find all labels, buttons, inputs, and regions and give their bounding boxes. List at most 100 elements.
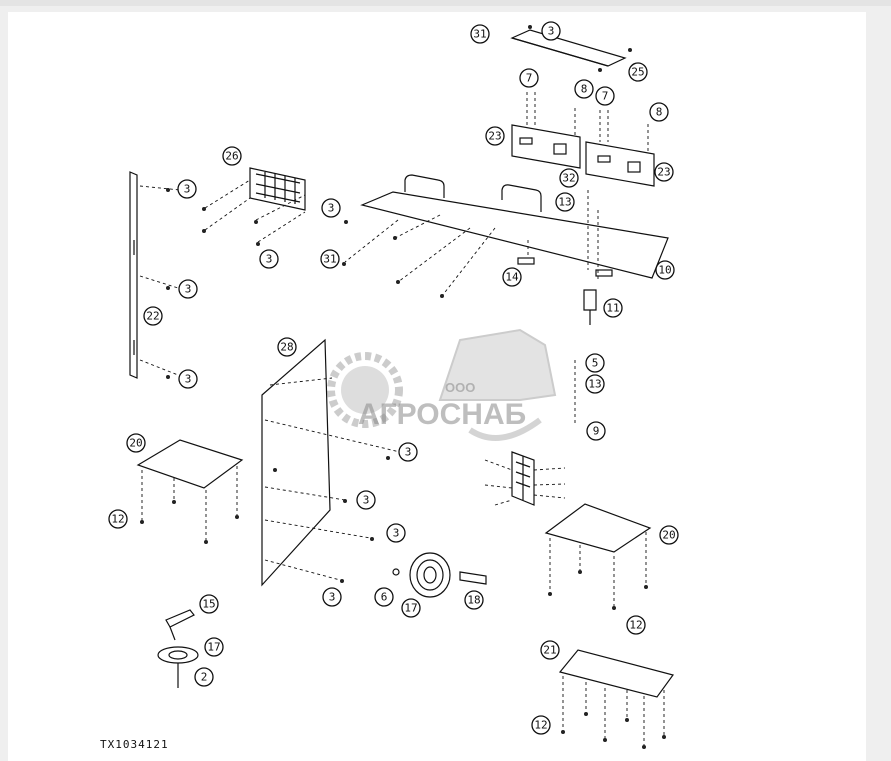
callout-12c: 12 <box>531 715 551 735</box>
svg-text:10: 10 <box>658 264 671 277</box>
svg-text:20: 20 <box>662 529 675 542</box>
gear-hub <box>341 366 389 414</box>
part-small-grille <box>511 451 535 506</box>
svg-text:7: 7 <box>602 90 609 103</box>
svg-text:11: 11 <box>606 302 619 315</box>
callout-13b: 13 <box>585 374 605 394</box>
callout-23b: 23 <box>654 162 674 182</box>
callout-12b: 12 <box>626 615 646 635</box>
part-latch <box>583 289 597 325</box>
svg-text:15: 15 <box>202 598 215 611</box>
callout-3g: 3 <box>398 442 418 462</box>
svg-text:3: 3 <box>185 283 192 296</box>
callout-12a: 12 <box>108 509 128 529</box>
part-side-panel <box>261 338 331 587</box>
top-bar <box>0 0 891 6</box>
callout-3h: 3 <box>356 490 376 510</box>
gear-icon <box>327 352 403 428</box>
callout-10: 10 <box>655 260 675 280</box>
svg-text:8: 8 <box>581 83 588 96</box>
callout-3d: 3 <box>259 249 279 269</box>
svg-text:12: 12 <box>534 719 547 732</box>
diagram-sheet <box>8 12 866 761</box>
svg-text:9: 9 <box>593 425 600 438</box>
callout-20b: 20 <box>659 525 679 545</box>
callout-32: 32 <box>559 168 579 188</box>
svg-text:21: 21 <box>543 644 556 657</box>
svg-text:2: 2 <box>201 671 208 684</box>
callout-7b: 7 <box>595 86 615 106</box>
callout-3a: 3 <box>541 21 561 41</box>
callout-21: 21 <box>540 640 560 660</box>
svg-text:31: 31 <box>473 28 486 41</box>
svg-text:20: 20 <box>129 437 142 450</box>
callout-26: 26 <box>222 146 242 166</box>
svg-text:13: 13 <box>588 378 601 391</box>
callout-5: 5 <box>585 353 605 373</box>
part-mount-plate-right <box>585 141 655 187</box>
part-top-panel <box>360 174 669 279</box>
callout-20a: 20 <box>126 433 146 453</box>
watermark-logo <box>327 328 557 441</box>
watermark-prefix: ООО <box>445 380 475 395</box>
svg-text:5: 5 <box>592 357 599 370</box>
part-mount-plate-left <box>511 124 581 169</box>
callout-3c: 3 <box>321 198 341 218</box>
watermark-name: АГРОСНАБ <box>358 398 526 431</box>
swoosh-icon <box>468 417 542 441</box>
part-vertical-strip <box>129 171 138 379</box>
svg-text:6: 6 <box>381 591 388 604</box>
callout-7a: 7 <box>519 68 539 88</box>
svg-text:3: 3 <box>184 183 191 196</box>
svg-text:22: 22 <box>146 310 159 323</box>
svg-text:14: 14 <box>505 271 519 284</box>
svg-text:28: 28 <box>280 341 293 354</box>
callout-3j: 3 <box>322 587 342 607</box>
callout-22: 22 <box>143 306 163 326</box>
svg-text:3: 3 <box>185 373 192 386</box>
part-bracket-bar <box>510 25 632 72</box>
part-plate-bottom <box>558 649 675 698</box>
svg-text:3: 3 <box>329 591 336 604</box>
part-horn <box>392 552 487 598</box>
svg-text:23: 23 <box>657 166 670 179</box>
svg-text:3: 3 <box>328 202 335 215</box>
svg-text:8: 8 <box>656 106 663 119</box>
svg-text:13: 13 <box>558 196 571 209</box>
callout-2: 2 <box>194 667 214 687</box>
part-bracket-small <box>157 609 199 688</box>
svg-text:18: 18 <box>467 594 480 607</box>
svg-text:26: 26 <box>225 150 238 163</box>
callout-31a: 31 <box>470 24 490 44</box>
callout-3b: 3 <box>177 179 197 199</box>
callout-13a: 13 <box>555 192 575 212</box>
callout-8b: 8 <box>649 102 669 122</box>
svg-text:12: 12 <box>111 513 124 526</box>
svg-text:23: 23 <box>488 130 501 143</box>
callout-3f: 3 <box>178 369 198 389</box>
callout-25: 25 <box>628 62 648 82</box>
callout-9: 9 <box>586 421 606 441</box>
svg-text:3: 3 <box>548 25 555 38</box>
svg-text:3: 3 <box>393 527 400 540</box>
callout-17a: 17 <box>401 598 421 618</box>
callout-28: 28 <box>277 337 297 357</box>
callout-14: 14 <box>502 267 522 287</box>
part-grille <box>249 167 306 211</box>
callout-17b: 17 <box>204 637 224 657</box>
svg-text:31: 31 <box>323 253 336 266</box>
callout-31b: 31 <box>320 249 340 269</box>
svg-text:12: 12 <box>629 619 642 632</box>
callout-23a: 23 <box>485 126 505 146</box>
bolt-markers <box>140 188 666 749</box>
svg-text:17: 17 <box>404 602 417 615</box>
svg-text:3: 3 <box>266 253 273 266</box>
callout-3e: 3 <box>178 279 198 299</box>
figure-reference: TX1034121 <box>100 738 169 751</box>
callout-18: 18 <box>464 590 484 610</box>
svg-text:3: 3 <box>363 494 370 507</box>
svg-text:25: 25 <box>631 66 644 79</box>
callout-3i: 3 <box>386 523 406 543</box>
part-plate-right <box>544 503 652 553</box>
